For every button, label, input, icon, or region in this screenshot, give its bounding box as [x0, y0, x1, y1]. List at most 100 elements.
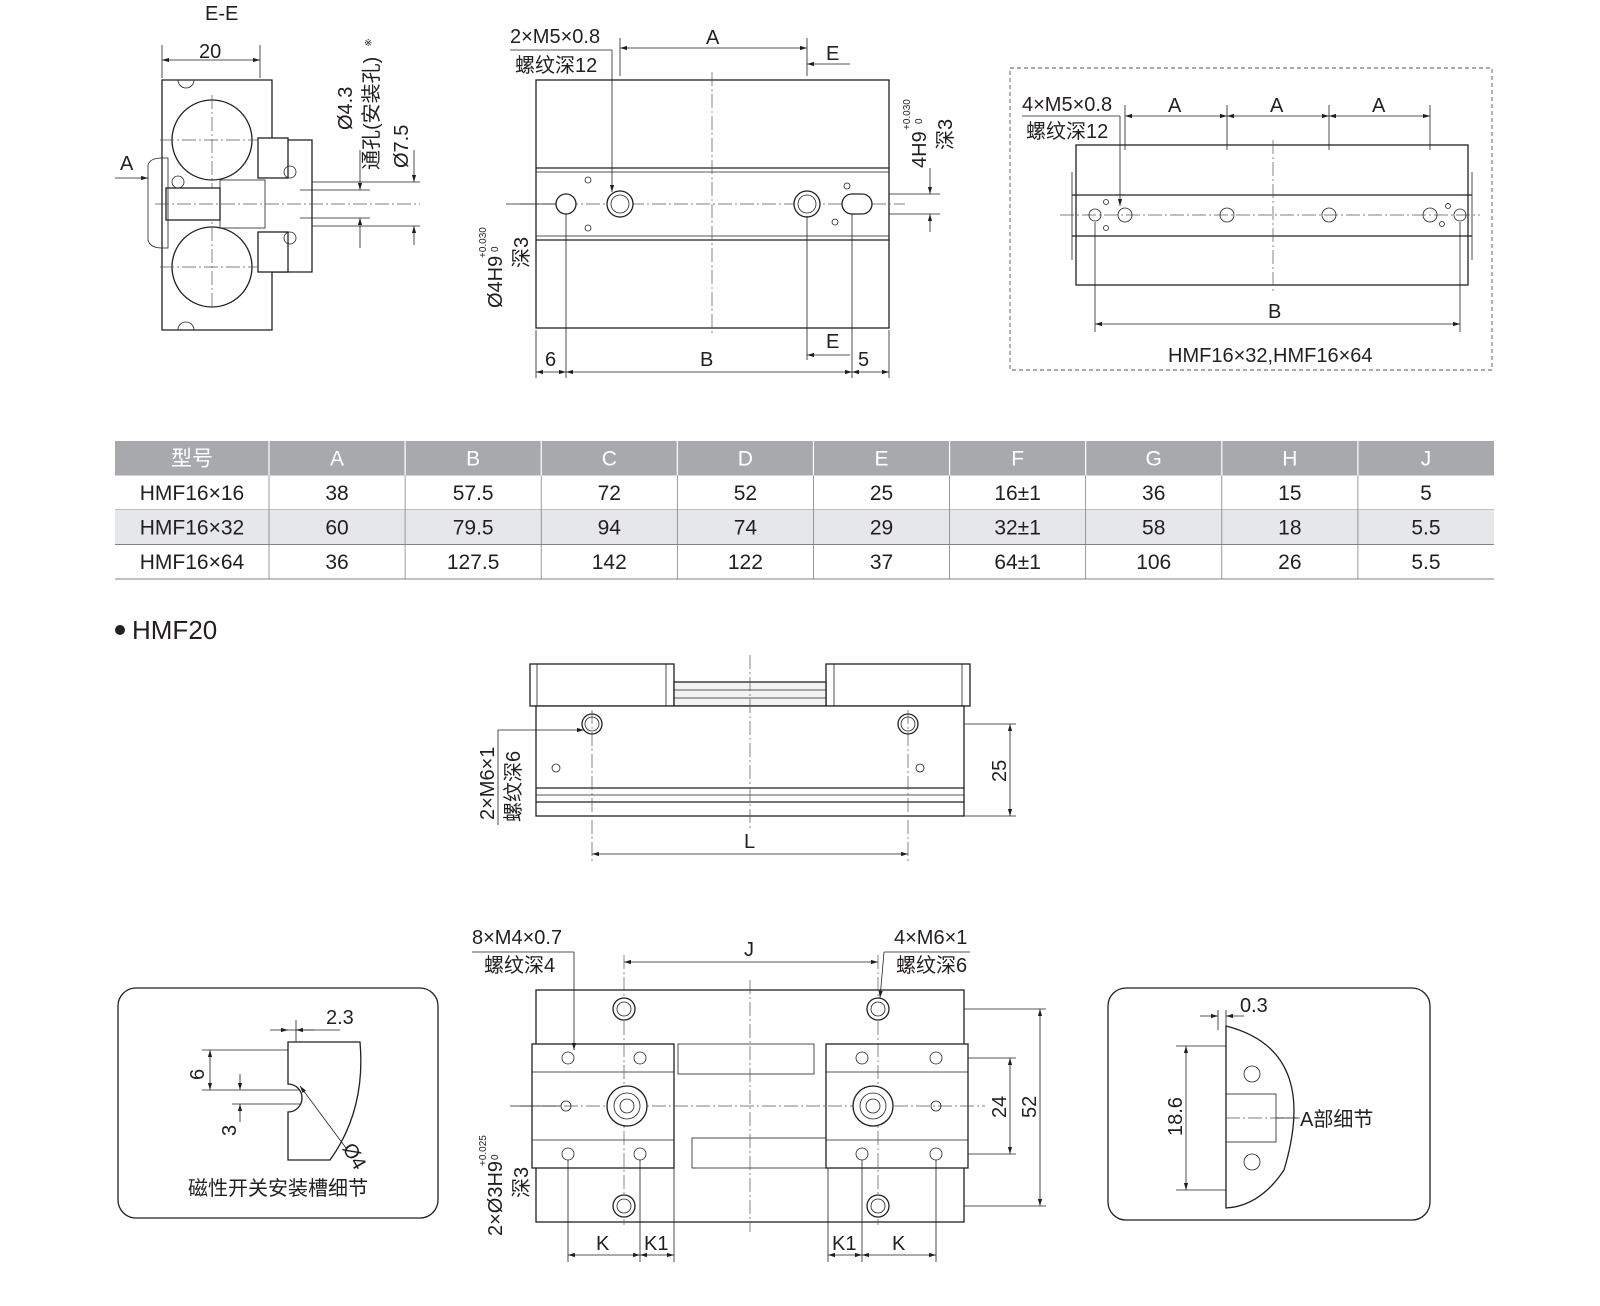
thread-depth: 螺纹深12 — [515, 54, 597, 77]
dim-a: A — [706, 27, 720, 49]
top-tol-sub: 0 — [490, 1154, 501, 1160]
tol-sup-right: +0.030 — [902, 99, 913, 130]
table-cell: 127.5 — [447, 551, 500, 574]
long-hole-3 — [1321, 207, 1337, 223]
table-cell: HMF16×64 — [140, 551, 245, 574]
detail-a: 0.3 18.6 A部细节 — [1107, 987, 1431, 1221]
slot-dim-3: 3 — [219, 1125, 241, 1136]
view-top-hmf20: 8×M4×0.7 螺纹深4 4×M6×1 螺纹深6 J 52 24 2×Ø3H9… — [472, 927, 1046, 1262]
top-dim-k-left: K — [596, 1233, 610, 1255]
long-dim-a3: A — [1372, 95, 1386, 117]
depth3-left: 深3 — [510, 237, 533, 268]
long-thread-spec: 4×M5×0.8 — [1022, 94, 1112, 116]
table-header-cell: J — [1421, 447, 1432, 470]
top-dim-k1-left: K1 — [644, 1233, 668, 1255]
top-thread-right-depth: 螺纹深6 — [896, 954, 967, 977]
table-cell: 36 — [325, 551, 348, 574]
view-front-hmf16: 2×M5×0.8 螺纹深12 A E 4H9 +0.030 0 深3 Ø4H9 … — [478, 26, 957, 378]
long-caption: HMF16×32,HMF16×64 — [1168, 345, 1373, 367]
dim-20: 20 — [199, 41, 221, 63]
side-thread-depth: 螺纹深6 — [502, 751, 525, 822]
view-ee-section: E-E 20 A Ø4.3 通孔(安装孔) ※ Ø7.5 — [115, 3, 420, 331]
table-cell: 5 — [1420, 482, 1432, 505]
view-side-hmf20: 2×M6×1 螺纹深6 25 L — [477, 655, 1016, 862]
dim-5: 5 — [858, 349, 869, 371]
top-dim-24: 24 — [989, 1096, 1011, 1118]
table-cell: 122 — [728, 551, 763, 574]
long-hole-1 — [1117, 207, 1133, 223]
top-hole-tl — [612, 997, 636, 1021]
view-long-hmf16: 4×M5×0.8 螺纹深12 A A A B HMF16×32,HMF16×64 — [1009, 67, 1493, 371]
table-header-cell: E — [874, 447, 888, 470]
thread-spec: 2×M5×0.8 — [510, 26, 600, 48]
long-thread-depth: 螺纹深12 — [1026, 120, 1108, 143]
table-header-cell: G — [1146, 447, 1162, 470]
table-header-cell: B — [466, 447, 480, 470]
table-header-cell: F — [1011, 447, 1024, 470]
tol-sub-right: 0 — [914, 118, 925, 124]
bullet — [115, 625, 125, 635]
long-hole-2 — [1219, 207, 1235, 223]
dim-e-top: E — [826, 43, 839, 65]
table-cell: 60 — [325, 516, 348, 539]
table-header-cell: D — [738, 447, 753, 470]
dim-e-bottom: E — [826, 331, 839, 353]
dim-6: 6 — [545, 349, 556, 371]
top-dim-j: J — [744, 939, 754, 961]
table-cell: HMF16×16 — [140, 482, 244, 505]
top-thread-left: 8×M4×0.7 — [472, 927, 562, 949]
table-cell: 64±1 — [994, 551, 1041, 574]
piston-right — [852, 1085, 894, 1127]
long-dim-b: B — [1268, 301, 1281, 323]
detail-a-dim-03: 0.3 — [1240, 995, 1268, 1017]
top-dim-k1-right: K1 — [832, 1233, 856, 1255]
side-dim-l: L — [744, 831, 755, 853]
top-dia-h9: 2×Ø3H9 — [485, 1161, 507, 1236]
table-cell: 16±1 — [994, 482, 1041, 505]
top-dim-52: 52 — [1019, 1096, 1041, 1118]
top-hole-br — [866, 1194, 890, 1218]
hmf20-title: HMF20 — [132, 615, 217, 645]
top-thread-left-depth: 螺纹深4 — [484, 954, 555, 977]
top-tol-sup: +0.025 — [478, 1135, 489, 1166]
side-thread: 2×M6×1 — [477, 747, 499, 820]
piston-left — [606, 1085, 648, 1127]
top-dim-k-right: K — [892, 1233, 906, 1255]
table-header-cell: H — [1282, 447, 1297, 470]
table-cell: 142 — [592, 551, 627, 574]
table-cell: 37 — [870, 551, 893, 574]
top-hole-tr — [866, 997, 890, 1021]
table-cell: 38 — [325, 482, 348, 505]
table-header-bg — [115, 441, 1494, 476]
section-label: E-E — [205, 3, 238, 25]
thru-hole-mark: ※ — [364, 38, 372, 49]
table-cell: 58 — [1142, 516, 1165, 539]
table-cell: 5.5 — [1411, 516, 1440, 539]
long-dim-a2: A — [1270, 95, 1284, 117]
mount-hole-left — [555, 193, 577, 215]
detail-switch-slot: 2.3 6 3 Ø4 磁性开关安装槽细节 — [117, 987, 439, 1219]
table-cell: 25 — [870, 482, 893, 505]
table-header-cell: A — [330, 447, 344, 470]
table-cell: 29 — [870, 516, 893, 539]
dim-b: B — [700, 349, 713, 371]
table-cell: 32±1 — [994, 516, 1041, 539]
table-row-bg — [115, 510, 1494, 545]
tol-sub-left: 0 — [490, 246, 501, 252]
top-hole-bl — [612, 1194, 636, 1218]
label-a: A — [120, 153, 134, 175]
tol-sup-left: +0.030 — [478, 227, 489, 258]
slot-dim-6: 6 — [187, 1069, 209, 1080]
table-cell: HMF16×32 — [140, 516, 244, 539]
table-cell: 106 — [1136, 551, 1171, 574]
dia-75: Ø7.5 — [391, 125, 413, 168]
tol-h9-right: 4H9 — [909, 131, 931, 168]
thru-hole-label: 通孔(安装孔) — [360, 57, 383, 170]
dia-h9-left: Ø4H9 — [485, 256, 507, 308]
long-hole-4 — [1422, 207, 1438, 223]
detail-a-dim-186: 18.6 — [1165, 1097, 1187, 1136]
table-cell: 74 — [734, 516, 758, 539]
detail-a-caption: A部细节 — [1300, 1108, 1373, 1131]
